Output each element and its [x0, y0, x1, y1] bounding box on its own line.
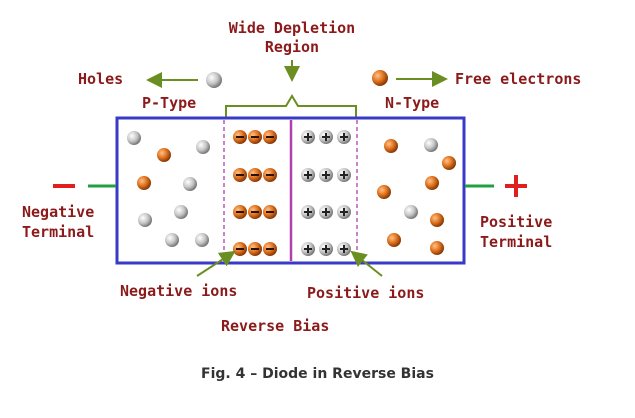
positive-ions-grid — [301, 130, 351, 256]
hole — [138, 213, 152, 227]
positive-ion — [301, 168, 315, 182]
negative-ion — [248, 205, 262, 219]
positive-ion — [337, 242, 351, 256]
depletion-brace — [225, 94, 357, 118]
negative-ion — [233, 130, 247, 144]
positive-ion — [337, 130, 351, 144]
hole — [195, 233, 209, 247]
region-label: Region — [265, 38, 319, 56]
positive-ions-pointer — [350, 250, 383, 277]
negative-ion — [263, 205, 277, 219]
hole — [404, 205, 418, 219]
negative-terminal-label-2: Terminal — [22, 223, 94, 241]
holes-label: Holes — [78, 70, 123, 88]
hole — [183, 177, 197, 191]
n-region-electrons — [377, 139, 456, 255]
positive-ion — [301, 130, 315, 144]
positive-terminal-label-2: Terminal — [480, 233, 552, 251]
positive-ions-label: Positive ions — [307, 284, 424, 302]
positive-terminal-sign — [505, 175, 527, 197]
p-type-label: P-Type — [142, 94, 196, 112]
wide-depletion-label: Wide Depletion — [229, 19, 355, 37]
negative-ion — [248, 242, 262, 256]
negative-ion — [233, 168, 247, 182]
positive-ion — [319, 242, 333, 256]
negative-terminal-label-1: Negative — [22, 203, 94, 221]
electron — [430, 241, 444, 255]
positive-ion — [319, 205, 333, 219]
free-electrons-label: Free electrons — [455, 70, 581, 88]
positive-ion — [319, 168, 333, 182]
positive-ion — [319, 130, 333, 144]
electron — [377, 185, 391, 199]
negative-ion — [233, 205, 247, 219]
reverse-bias-label: Reverse Bias — [221, 317, 329, 335]
electron — [384, 139, 398, 153]
hole — [165, 233, 179, 247]
negative-terminal-sign — [53, 184, 75, 188]
negative-ions-label: Negative ions — [120, 282, 237, 300]
positive-ion — [337, 205, 351, 219]
electron — [425, 176, 439, 190]
hole — [196, 140, 210, 154]
hole — [127, 131, 141, 145]
negative-ion — [263, 168, 277, 182]
electron — [430, 213, 444, 227]
electron — [442, 156, 456, 170]
electron — [157, 148, 171, 162]
p-region-holes — [127, 131, 210, 247]
n-type-label: N-Type — [385, 94, 439, 112]
positive-ion — [337, 168, 351, 182]
hole — [424, 138, 438, 152]
positive-ion — [301, 242, 315, 256]
negative-ion — [248, 168, 262, 182]
negative-ions-grid — [233, 130, 277, 256]
negative-ion — [233, 242, 247, 256]
positive-terminal-label-1: Positive — [480, 213, 552, 231]
negative-ion — [263, 130, 277, 144]
electron-legend-icon — [372, 70, 388, 86]
hole — [174, 205, 188, 219]
figure-caption: Fig. 4 – Diode in Reverse Bias — [201, 366, 434, 382]
negative-ion — [263, 242, 277, 256]
electron — [387, 233, 401, 247]
negative-ion — [248, 130, 262, 144]
electron — [137, 176, 151, 190]
positive-ion — [301, 205, 315, 219]
negative-ions-pointer — [196, 250, 236, 277]
hole-legend-icon — [206, 72, 222, 88]
